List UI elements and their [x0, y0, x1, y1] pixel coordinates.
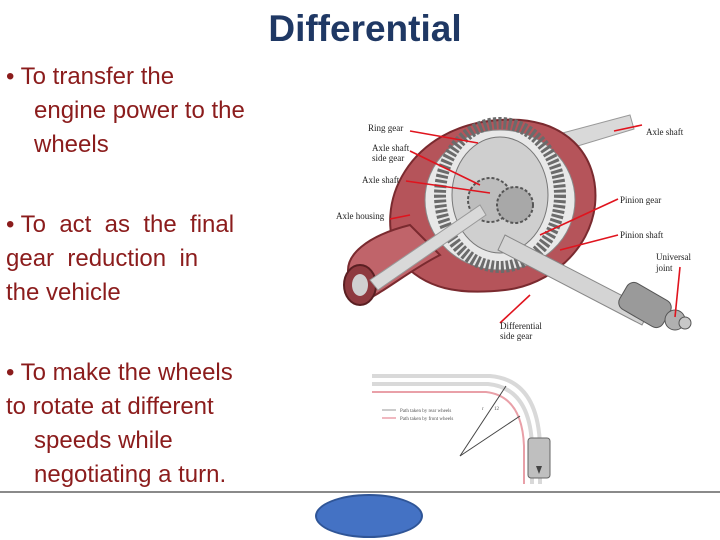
bullet-final-reduction: • To act as the final gear reduction in … [6, 208, 310, 310]
bullet-line: negotiating a turn. [34, 461, 227, 488]
bullet-line: wheels [34, 131, 109, 158]
nav-oval-button[interactable] [315, 494, 423, 538]
label-axle-shaft-right: Axle shaft [646, 127, 684, 137]
label-universal-joint: joint [655, 263, 673, 273]
footer-divider [0, 491, 720, 493]
label-differential-side-gear: side gear [500, 331, 532, 341]
bullet-line: • To transfer the [6, 63, 175, 90]
angle-label: r [482, 407, 484, 412]
label-ring-gear: Ring gear [368, 123, 403, 133]
label-differential-side-gear: Differential [500, 321, 542, 331]
legend-front-wheels: Path taken by front wheels [400, 417, 453, 422]
turning-path-diagram: r 12 Path taken by rear wheels Path take… [372, 374, 551, 484]
bullet-line: • To make the wheels [6, 359, 233, 386]
slide-title: Differential [268, 8, 462, 49]
label-axle-shaft-side-gear: side gear [372, 153, 404, 163]
bullet-different-speeds: • To make the wheels to rotate at differ… [6, 356, 310, 492]
bullet-line: the vehicle [6, 279, 121, 306]
label-axle-shaft-side-gear: Axle shaft [372, 143, 410, 153]
bullet-line: speeds while [34, 427, 173, 454]
label-pinion-shaft: Pinion shaft [620, 230, 664, 240]
bullet-transfer-power: • To transfer the engine power to the wh… [6, 60, 310, 162]
differential-diagram: Ring gear Axle shaft side gear Axle shaf… [336, 114, 692, 341]
label-universal-joint: Universal [656, 252, 691, 262]
legend-rear-wheels: Path taken by rear wheels [400, 409, 451, 414]
bullet-line: • To act as the final [6, 211, 235, 238]
label-axle-housing: Axle housing [336, 211, 385, 221]
bullet-line: to rotate at different [6, 393, 214, 420]
angle-label: 12 [494, 407, 500, 412]
label-pinion-gear: Pinion gear [620, 195, 661, 205]
bullet-line: engine power to the [34, 97, 245, 124]
label-axle-shaft-left: Axle shaft [362, 175, 400, 185]
bullet-line: gear reduction in [6, 245, 199, 272]
